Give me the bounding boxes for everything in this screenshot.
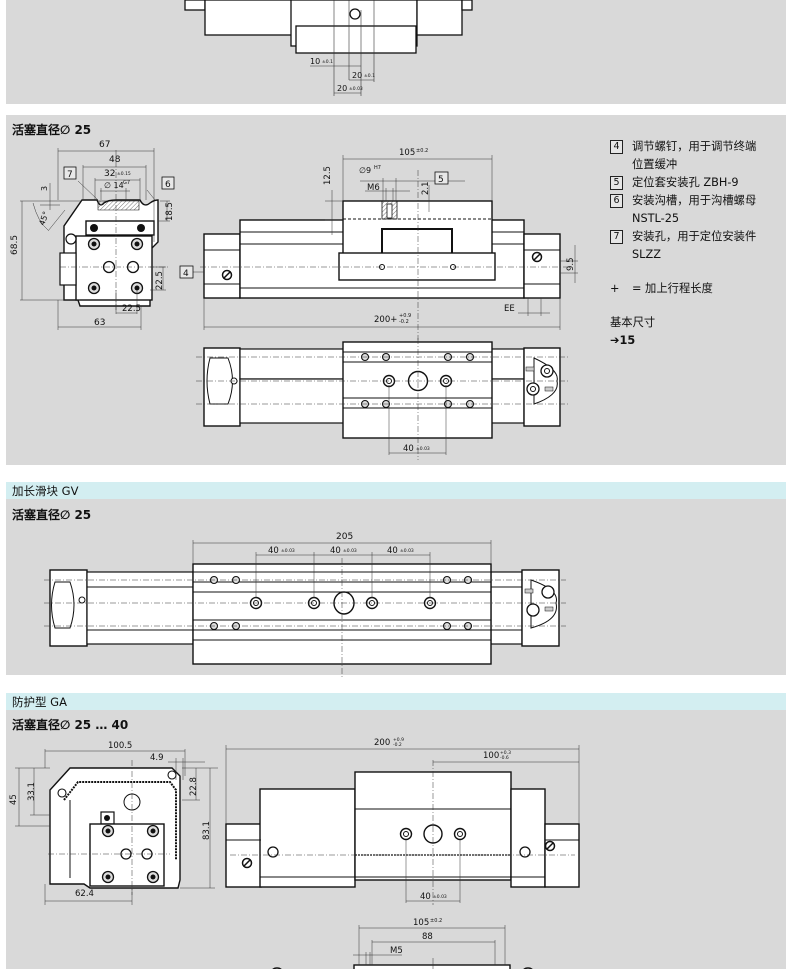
dim-9: ∅9 bbox=[359, 166, 371, 175]
dim-83-1: 83.1 bbox=[202, 821, 212, 840]
section3-band: 防护型 GA bbox=[6, 693, 786, 710]
dim-205: 205 bbox=[336, 532, 353, 542]
dim-9-5: 9.5 bbox=[566, 257, 576, 271]
top-view: 40 ±0.03 bbox=[196, 338, 570, 460]
dim-40-tol: ±0.03 bbox=[416, 446, 430, 452]
callout-4 bbox=[179, 265, 194, 279]
dim-200-ga-tol-dn: -0.2 bbox=[393, 742, 402, 748]
dim-20a: 20 bbox=[352, 71, 362, 80]
callout-7 bbox=[63, 166, 77, 180]
section3-subtitle: 活塞直径∅ 25 … 40 bbox=[12, 718, 129, 732]
dim-40-ga-tol: ±0.03 bbox=[433, 894, 447, 900]
dim-100-ga: 100 bbox=[483, 751, 499, 761]
dim-48: 48 bbox=[109, 155, 121, 165]
dim-100-ga-tol-dn: -0.6 bbox=[500, 755, 509, 761]
svg-text:7: 7 bbox=[67, 170, 73, 180]
dim-22-8: 22.8 bbox=[189, 777, 199, 796]
side-view: 105 ±0.2 ∅9 H7 M6 12.5 2.1 5 4 9.5 EE 20… bbox=[179, 148, 578, 340]
dim-32-tol: ±0.15 bbox=[117, 171, 131, 177]
dim-88: 88 bbox=[422, 932, 433, 942]
dim-ee: EE bbox=[504, 304, 515, 314]
spacing-3-tol: ±0.03 bbox=[400, 548, 414, 554]
svg-text:5: 5 bbox=[438, 175, 444, 185]
dim-62-4: 62.4 bbox=[75, 889, 94, 899]
dim-105: 105 bbox=[399, 148, 415, 158]
dim-40-ga: 40 bbox=[420, 892, 431, 902]
legend-item-7: 7 安装孔，用于定位安装件 bbox=[610, 228, 785, 246]
dim-200-tol-up: +0.9 bbox=[399, 313, 411, 319]
spacing-3: 40 bbox=[387, 546, 398, 556]
dim-2-1: 2.1 bbox=[421, 181, 431, 195]
ga-bottom-view: 105 ±0.2 88 M5 bbox=[272, 918, 533, 969]
basic-dimensions-link[interactable]: ➔15 bbox=[610, 334, 636, 347]
dim-m5: M5 bbox=[390, 946, 403, 956]
dim-45: 45 bbox=[9, 794, 19, 805]
ga-end-view: 100.5 4.9 45 33.1 22.8 83.1 62.4 bbox=[9, 741, 218, 905]
legend-item-6: 6 安装沟槽，用于沟槽螺母 bbox=[610, 192, 785, 210]
dim-32: 32 bbox=[104, 169, 115, 179]
callout-5 bbox=[434, 171, 449, 185]
dim-20a-tol: ±0.1 bbox=[364, 73, 375, 79]
top-drawing: 10 ±0.1 20 ±0.1 20 ±0.03 bbox=[184, 0, 473, 96]
section2-subtitle: 活塞直径∅ 25 bbox=[12, 508, 92, 522]
end-view: 7 6 67 48 32 ±0.15 ∅ 14 G7 3 45° 68.5 18… bbox=[10, 140, 175, 330]
section2-title: 加长滑块 GV bbox=[12, 484, 79, 498]
dim-4-9: 4.9 bbox=[150, 753, 164, 763]
plus-note: += 加上行程长度 bbox=[610, 282, 713, 295]
dim-m6: M6 bbox=[367, 183, 380, 193]
legend: 4 调节螺钉，用于调节终端 位置缓冲 5 定位套安装孔 ZBH-9 6 安装沟槽… bbox=[610, 138, 785, 350]
legend-item-4: 4 调节螺钉，用于调节终端 bbox=[610, 138, 785, 156]
section1-subtitle: 活塞直径∅ 25 bbox=[12, 123, 92, 137]
section3-title: 防护型 GA bbox=[12, 695, 67, 709]
dim-100-5: 100.5 bbox=[108, 741, 132, 751]
spacing-1-tol: ±0.03 bbox=[281, 548, 295, 554]
dim-200-ga-tol-up: +0.9 bbox=[393, 737, 404, 743]
spacing-2-tol: ±0.03 bbox=[343, 548, 357, 554]
dim-20b-tol: ±0.03 bbox=[349, 86, 363, 92]
dim-18-5: 18.5 bbox=[165, 202, 175, 221]
section1-drawings: 7 6 67 48 32 ±0.15 ∅ 14 G7 3 45° 68.5 18… bbox=[10, 140, 578, 460]
legend-item-5: 5 定位套安装孔 ZBH-9 bbox=[610, 174, 785, 192]
dim-67: 67 bbox=[99, 140, 110, 150]
dim-14-tol: G7 bbox=[123, 180, 130, 186]
dim-105-ga: 105 bbox=[413, 918, 429, 928]
dim-100-ga-tol-up: +0.3 bbox=[500, 750, 511, 756]
dim-10-tol: ±0.1 bbox=[322, 59, 333, 65]
dim-105-ga-tol: ±0.2 bbox=[430, 918, 442, 924]
dim-22-5-h: 22.5 bbox=[122, 304, 141, 314]
dim-22-5-v: 22.5 bbox=[155, 271, 165, 290]
dim-10: 10 bbox=[310, 57, 320, 66]
dim-3: 3 bbox=[40, 186, 49, 191]
spacing-1: 40 bbox=[268, 546, 279, 556]
basic-dimensions-title: 基本尺寸 bbox=[610, 316, 656, 329]
dim-33-1: 33.1 bbox=[27, 782, 37, 801]
dim-40: 40 bbox=[403, 444, 414, 454]
svg-text:6: 6 bbox=[165, 180, 171, 190]
dim-200: 200+ bbox=[374, 315, 397, 325]
dim-105-tol: ±0.2 bbox=[416, 148, 428, 154]
dim-200-tol-dn: -0.2 bbox=[399, 319, 409, 325]
callout-6 bbox=[161, 176, 175, 190]
ga-side-view: 200 +0.9 -0.2 100 +0.3 -0.6 40 ±0.03 bbox=[225, 737, 580, 905]
dim-12-5: 12.5 bbox=[323, 166, 333, 185]
dim-14: ∅ 14 bbox=[104, 181, 124, 190]
section2-band: 加长滑块 GV bbox=[6, 482, 786, 499]
spacing-2: 40 bbox=[330, 546, 341, 556]
svg-text:4: 4 bbox=[183, 269, 189, 279]
dim-20b: 20 bbox=[337, 84, 347, 93]
section2-drawing: 205 40 ±0.03 40 ±0.03 40 ±0.03 bbox=[44, 532, 566, 678]
dim-200-ga: 200 bbox=[374, 738, 390, 748]
dim-68-5: 68.5 bbox=[10, 235, 20, 255]
dim-9-tol: H7 bbox=[374, 165, 381, 171]
dim-63: 63 bbox=[94, 318, 105, 328]
